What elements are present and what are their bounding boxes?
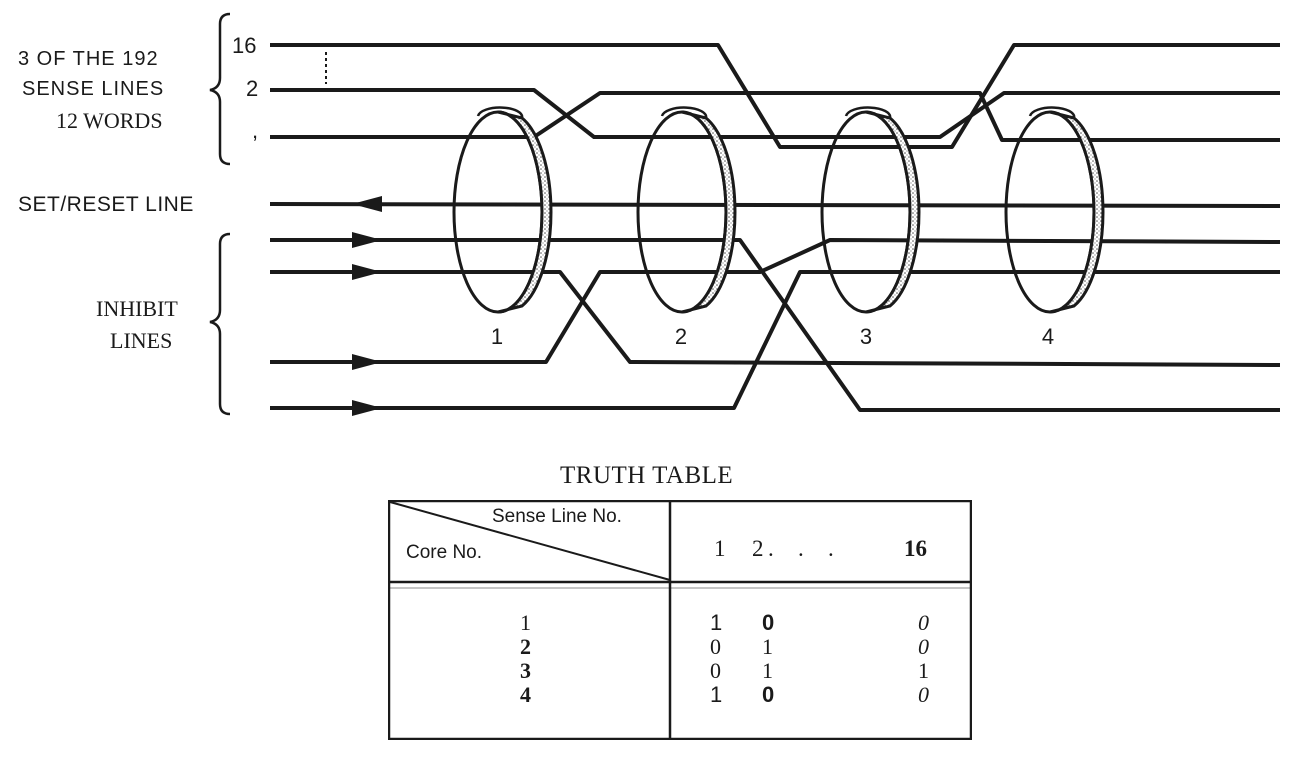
inhibit-label-2: LINES bbox=[110, 328, 173, 353]
col-header-dot-3: . bbox=[828, 536, 834, 561]
row-2-sense-1: 0 bbox=[710, 634, 721, 659]
truth-table-frame bbox=[388, 500, 972, 740]
col-header-dot-2: . bbox=[798, 536, 804, 561]
sense-line-16 bbox=[270, 43, 1280, 149]
row-3-sense-2: 1 bbox=[762, 658, 773, 683]
inhibit-line-a bbox=[270, 238, 1280, 412]
col-header-16: 16 bbox=[904, 536, 927, 561]
inhibit-arrow-b bbox=[352, 264, 382, 280]
sense-line-1 bbox=[270, 91, 1280, 142]
truth-table-title: TRUTH TABLE bbox=[560, 462, 734, 489]
sense-brace bbox=[209, 12, 231, 166]
core-wiring-diagram: 1 2 3 4 bbox=[209, 12, 1281, 416]
set-reset-label: SET/RESET LINE bbox=[18, 193, 194, 216]
row-2-sense-2: 1 bbox=[762, 634, 773, 659]
inhibit-brace bbox=[209, 232, 231, 416]
inhibit-arrow-d bbox=[352, 400, 382, 416]
row-3-core: 3 bbox=[520, 658, 531, 683]
row-3-sense-16: 1 bbox=[918, 658, 929, 683]
core-2-front bbox=[660, 106, 737, 314]
set-reset-line bbox=[269, 202, 1281, 208]
row-1-sense-16: 0 bbox=[918, 610, 929, 635]
core-3-label: 3 bbox=[860, 324, 872, 349]
row-2-sense-16: 0 bbox=[918, 634, 929, 659]
col-header-1: 1 bbox=[714, 536, 726, 561]
row-1-core: 1 bbox=[520, 610, 531, 635]
sense-group-label-1: 3 OF THE 192 bbox=[18, 48, 159, 70]
col-header-2: 2 bbox=[752, 536, 764, 561]
sense-group-label-3: 12 WORDS bbox=[56, 108, 163, 133]
sense-group-label-2: SENSE LINES bbox=[22, 78, 165, 100]
inhibit-line-b bbox=[270, 270, 1281, 367]
inhibit-arrow-a bbox=[352, 232, 382, 248]
sense-line-2 bbox=[270, 88, 1280, 139]
sense-line-2-label: 2 bbox=[246, 76, 259, 101]
truth-table: Sense Line No. Core No. 1 2 . . . 16 1 1… bbox=[388, 500, 972, 740]
inhibit-line-d bbox=[270, 270, 1280, 410]
inhibit-label-1: INHIBIT bbox=[96, 296, 178, 321]
row-3-sense-1: 0 bbox=[710, 658, 721, 683]
row-1-sense-1: 1 bbox=[710, 610, 723, 635]
col-header-dot-1: . bbox=[768, 536, 774, 561]
row-4-core: 4 bbox=[520, 682, 531, 707]
core-3-front bbox=[844, 106, 921, 314]
core-1-label: 1 bbox=[491, 324, 503, 349]
row-4-sense-2: 0 bbox=[762, 682, 775, 707]
row-4-sense-16: 0 bbox=[918, 682, 929, 707]
sense-line-16-label: 16 bbox=[232, 33, 257, 58]
header-sense-line: Sense Line No. bbox=[492, 506, 622, 527]
row-1-sense-2: 0 bbox=[762, 610, 775, 635]
set-reset-arrow bbox=[352, 196, 382, 212]
inhibit-line-c bbox=[270, 238, 1281, 364]
core-4-label: 4 bbox=[1042, 324, 1054, 349]
core-4-front bbox=[1028, 106, 1105, 314]
core-2-label: 2 bbox=[675, 324, 687, 349]
arrowheads bbox=[352, 196, 382, 416]
core-1-front bbox=[476, 106, 553, 314]
sense-line-1-label: , bbox=[252, 118, 259, 143]
row-4-sense-1: 1 bbox=[710, 682, 723, 707]
header-core: Core No. bbox=[406, 542, 483, 563]
inhibit-arrow-c bbox=[352, 354, 382, 370]
row-2-core: 2 bbox=[520, 634, 531, 659]
